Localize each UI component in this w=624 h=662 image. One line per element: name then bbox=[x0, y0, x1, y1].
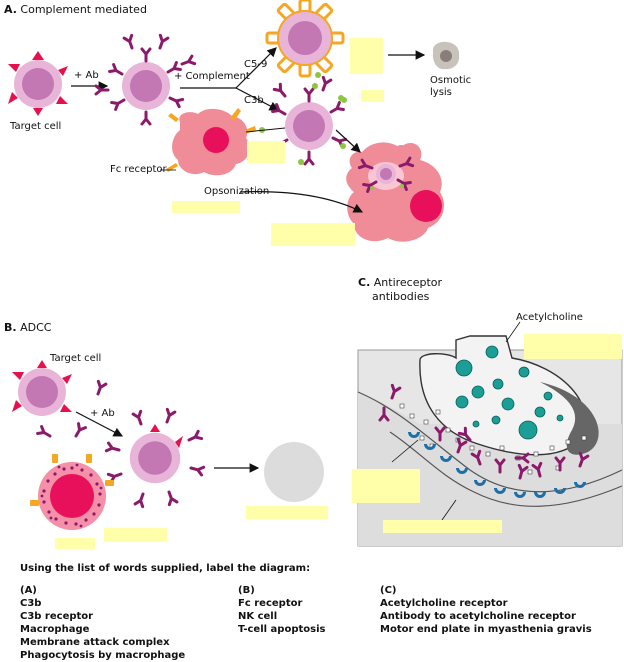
mac-lysed-cell bbox=[265, 0, 345, 78]
target-cell-b bbox=[12, 360, 72, 416]
label-plus-ab-a: + Ab bbox=[74, 70, 99, 81]
blank-label-a-c3b[interactable] bbox=[361, 90, 384, 102]
section-b-letter: B. bbox=[4, 321, 17, 334]
label-fc-receptor-a: Fc receptor bbox=[110, 164, 167, 175]
word-list-a-item: Phagocytosis by macrophage bbox=[20, 650, 186, 661]
label-osmotic: Osmotic bbox=[430, 75, 472, 86]
word-list-c-item: Antibody to acetylcholine receptor bbox=[380, 611, 576, 622]
word-list-a-item: C3b receptor bbox=[20, 611, 94, 622]
section-b-title: ADCC bbox=[20, 321, 52, 334]
blank-label-a-phagocytosis[interactable] bbox=[271, 223, 355, 246]
section-c-title-line2: antibodies bbox=[372, 290, 430, 303]
section-c-heading: C. Antireceptor bbox=[358, 276, 442, 289]
blank-label-c-end-plate[interactable] bbox=[383, 520, 502, 533]
section-a-title: Complement mediated bbox=[20, 3, 147, 16]
label-c5-9: C5-9 bbox=[244, 59, 268, 70]
label-plus-complement: + Complement bbox=[174, 71, 250, 82]
blank-label-b-fc-receptor[interactable] bbox=[104, 528, 167, 542]
word-list-a-item: Macrophage bbox=[20, 624, 90, 635]
section-c-title-line1: Antireceptor bbox=[373, 276, 443, 289]
word-list-b-item: NK cell bbox=[238, 611, 278, 622]
blank-label-c-antibody[interactable] bbox=[352, 469, 420, 503]
instructions-text: Using the list of words supplied, label … bbox=[20, 563, 311, 574]
word-list-b-item: T-cell apoptosis bbox=[238, 624, 326, 635]
word-list-c-item: Motor end plate in myasthenia gravis bbox=[380, 624, 592, 635]
word-list-c: (C) Acetylcholine receptor Antibody to a… bbox=[380, 584, 592, 636]
word-list-a-item: Membrane attack complex bbox=[20, 637, 170, 648]
synapse-panel bbox=[357, 321, 623, 547]
blank-label-b-nk-cell[interactable] bbox=[55, 538, 95, 549]
target-cell-a bbox=[8, 51, 68, 116]
blank-label-c-receptor[interactable] bbox=[524, 334, 622, 359]
section-c-letter: C. bbox=[358, 276, 371, 289]
blank-label-a-macrophage[interactable] bbox=[172, 201, 240, 213]
label-lysis: lysis bbox=[430, 87, 452, 98]
label-acetylcholine: Acetylcholine bbox=[516, 312, 583, 323]
phagocytosing-macrophage bbox=[346, 142, 444, 242]
nk-cell bbox=[30, 454, 114, 530]
word-list-c-item: Acetylcholine receptor bbox=[380, 598, 508, 609]
label-target-cell-a: Target cell bbox=[10, 121, 62, 132]
lysed-cell-remnant bbox=[432, 41, 460, 70]
apoptotic-cell bbox=[264, 442, 324, 502]
blank-label-a-mac[interactable] bbox=[350, 38, 383, 74]
label-c3b: C3b bbox=[244, 95, 264, 106]
macrophage-a bbox=[166, 108, 256, 176]
word-list-b-heading: (B) bbox=[238, 585, 255, 596]
section-a-heading: A. Complement mediated bbox=[4, 3, 147, 16]
antibody-coated-target-b bbox=[104, 407, 206, 509]
word-list-b: (B) Fc receptor NK cell T-cell apoptosis bbox=[238, 584, 325, 636]
label-target-cell-b: Target cell bbox=[50, 353, 102, 364]
word-list-a-heading: (A) bbox=[20, 585, 37, 596]
label-plus-ab-b: + Ab bbox=[90, 408, 115, 419]
word-list-a-item: C3b bbox=[20, 598, 42, 609]
word-list-b-item: Fc receptor bbox=[238, 598, 303, 609]
word-list-c-heading: (C) bbox=[380, 585, 397, 596]
section-b-heading: B. ADCC bbox=[4, 321, 51, 334]
word-list-a: (A) C3b C3b receptor Macrophage Membrane… bbox=[20, 584, 185, 662]
blank-label-b-apoptosis[interactable] bbox=[246, 506, 328, 519]
section-a-letter: A. bbox=[4, 3, 17, 16]
blank-label-a-c3b-receptor[interactable] bbox=[247, 141, 285, 163]
label-opsonization: Opsonization bbox=[204, 186, 270, 197]
